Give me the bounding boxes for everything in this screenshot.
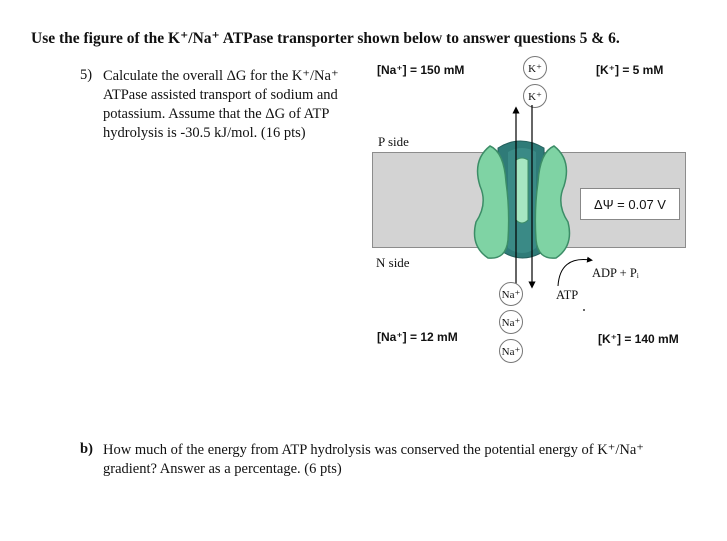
p-side-label: P side [378,134,409,149]
p-side-na-concentration: [Na⁺] = 150 mM [377,63,465,77]
na-ion-1: Na⁺ [499,282,523,306]
page-title: Use the figure of the K⁺/Na⁺ ATPase tran… [31,30,620,47]
na-ion-3: Na⁺ [499,339,523,363]
question-5-text: Calculate the overall ΔG for the K⁺/Na⁺ … [103,68,339,141]
atp-hydrolysis-arrow [557,256,593,311]
k-ion-1: K⁺ [523,56,547,80]
atpase-protein-diagram [473,105,571,289]
question-b-label: b) [80,441,93,457]
protein-left-lobe [473,145,510,259]
n-side-label: N side [376,255,410,270]
membrane-potential-box: ΔΨ = 0.07 V [580,188,680,220]
na-ion-2: Na⁺ [499,310,523,334]
p-side-k-concentration: [K⁺] = 5 mM [596,63,664,77]
n-side-na-concentration: [Na⁺] = 12 mM [377,330,458,344]
question-5-number: 5) [80,67,93,83]
k-ion-2: K⁺ [523,84,547,108]
n-side-k-concentration: [K⁺] = 140 mM [598,332,679,346]
adp-pi-label: ADP + Pᵢ [592,266,639,280]
protein-right-lobe [534,145,571,259]
atp-label: ATP [556,288,579,302]
question-b-text: How much of the energy from ATP hydrolys… [103,442,644,477]
